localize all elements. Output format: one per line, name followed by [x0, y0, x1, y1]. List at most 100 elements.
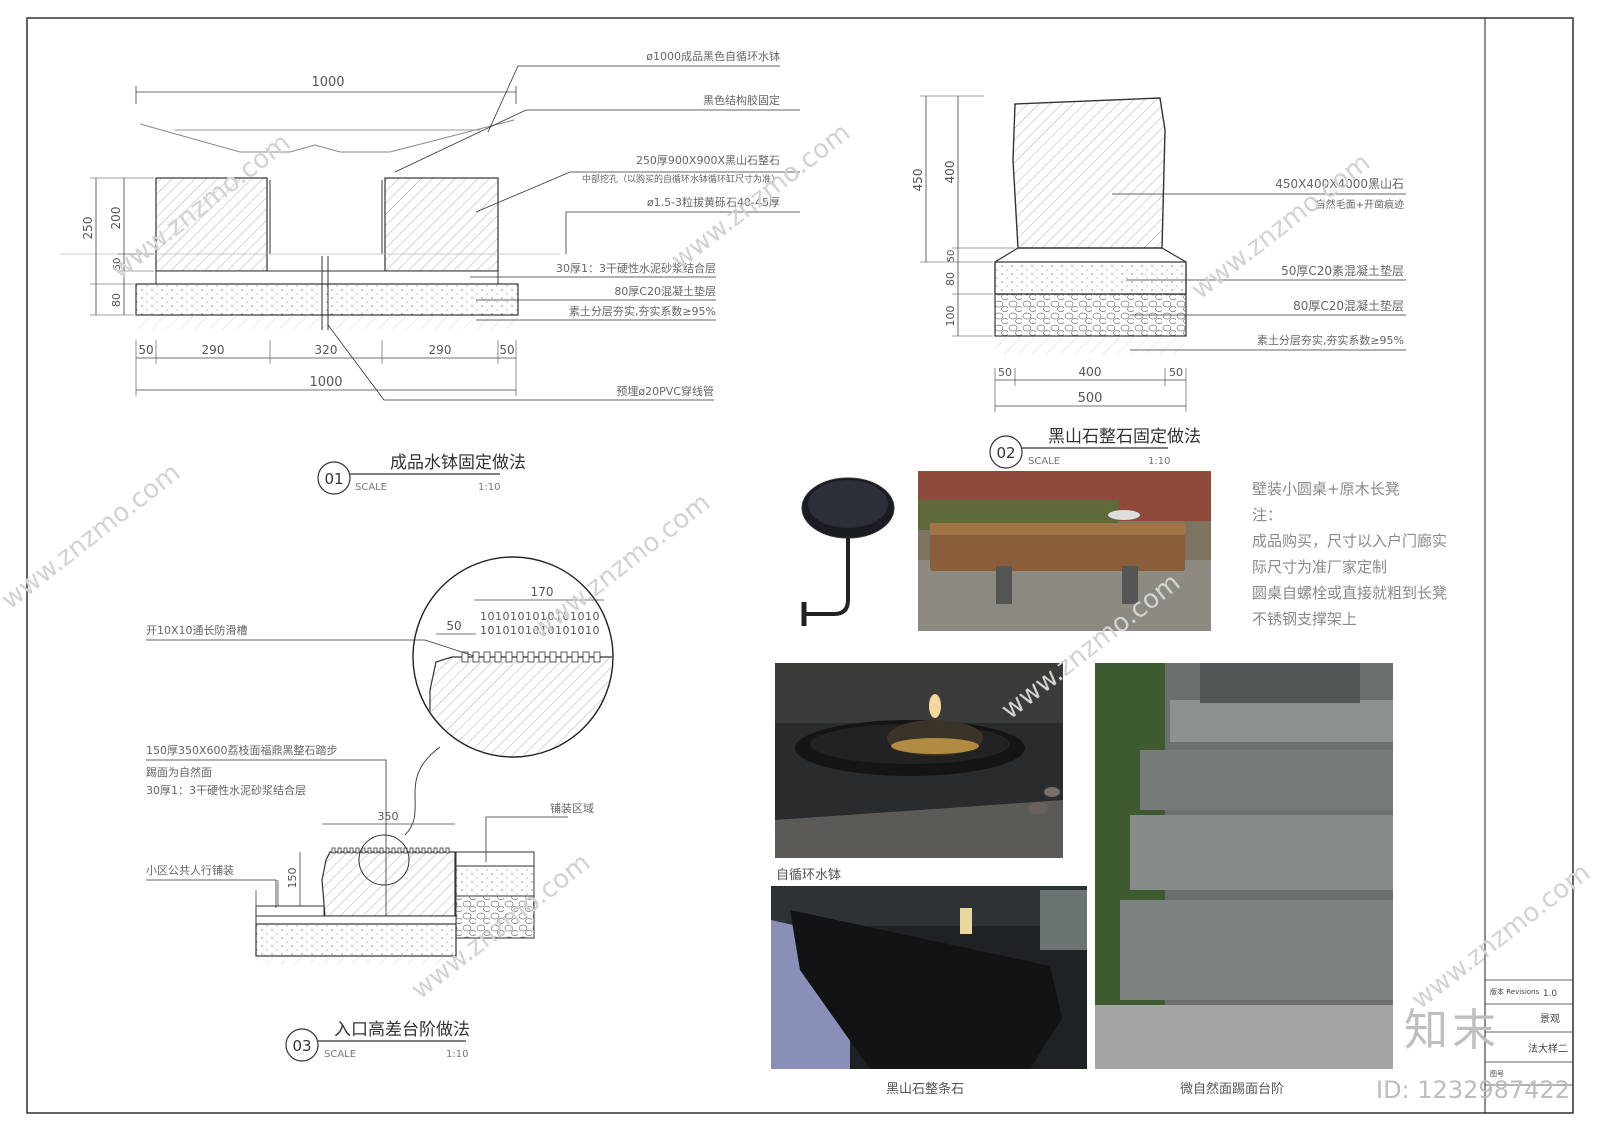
d2-scale: 1:10 — [1148, 456, 1170, 467]
d2-dim-b50b: 50 — [1169, 366, 1183, 379]
groove — [483, 651, 491, 663]
groove — [421, 847, 426, 854]
d2-stone — [1012, 97, 1166, 249]
d2-title-circle — [989, 435, 1023, 469]
d2-dim-80: 80 — [944, 272, 957, 286]
caption-water-bowl: 自循环水钵 — [776, 868, 842, 883]
d2-label-soil: 素土分层夯实,夯实系数≥95% — [1257, 333, 1404, 347]
d3-label-step: 150厚350X600荔枝面福鼎黑整石踏步 — [146, 743, 338, 757]
groove — [538, 651, 546, 663]
d1-dim-b290a: 290 — [202, 343, 225, 357]
groove — [549, 651, 557, 663]
d3-dim-50: 50 — [446, 619, 461, 633]
d1-dim-200: 200 — [109, 207, 123, 230]
d2-dim-400: 400 — [943, 161, 957, 184]
d1-label-conduit: 预埋ø20PVC穿线管 — [616, 384, 714, 398]
d2-dim-b400: 400 — [1079, 365, 1102, 379]
photo-steps — [1095, 663, 1393, 1069]
notes-line-2: 际尺寸为准厂家定制 — [1252, 558, 1388, 576]
d2-label-surface: 自然毛面+开凿痕迹 — [1316, 198, 1404, 211]
groove — [373, 847, 378, 854]
groove — [379, 847, 384, 854]
d2-scale-label: SCALE — [1028, 456, 1060, 467]
groove — [516, 651, 524, 663]
d1-label-gravel: ø1.5-3粒拔黄砾石40-45厚 — [647, 195, 780, 209]
watermark-id: ID: 1232987422 — [1376, 1076, 1570, 1104]
d2-dim-450: 450 — [911, 169, 925, 192]
d1-label-mortar: 30厚1：3干硬性水泥砂浆结合层 — [556, 261, 716, 275]
photo-wooden-bench — [918, 471, 1211, 631]
groove — [472, 651, 480, 663]
notes-line-1: 成品购买，尺寸以入户门廊实 — [1252, 532, 1448, 550]
d3-dim-150: 150 — [286, 868, 299, 889]
d3-title-circle — [285, 1028, 319, 1062]
groove — [593, 651, 601, 663]
d1-label-bowl: ø1000成品黑色自循环水钵 — [646, 49, 780, 63]
d1-dim-b1000: 1000 — [309, 375, 342, 390]
caption-steps: 微自然面踢面台阶 — [1180, 1082, 1285, 1097]
d1-dim-b320: 320 — [315, 343, 338, 357]
d1-dim-top: 1000 — [311, 75, 344, 90]
detail-02: 450 400 50 80 100 50 400 50 500 450X400X… — [911, 95, 1406, 469]
groove — [415, 847, 420, 854]
photo-black-stone — [771, 886, 1087, 1069]
d1-label-glue: 黑色结构胶固定 — [703, 93, 780, 107]
notes-line-0: 注： — [1252, 506, 1283, 524]
d3-dim-170: 170 — [531, 585, 554, 599]
d1-label-concrete: 80厚C20混凝土垫层 — [614, 284, 716, 298]
groove — [385, 847, 390, 854]
groove — [433, 847, 438, 854]
groove — [461, 651, 469, 663]
d1-stone-right — [384, 177, 499, 272]
d1-label-soil: 素土分层夯实,夯实系数≥95% — [569, 304, 716, 318]
d1-scale: 1:10 — [478, 482, 500, 493]
d1-dim-80: 80 — [110, 293, 123, 307]
groove — [361, 847, 366, 854]
d3-label-paving: 铺装区域 — [550, 802, 594, 815]
groove — [505, 651, 513, 663]
d3-dim-350: 350 — [378, 810, 399, 823]
titleblock: 版本 Revisions 1.0 景观 法大样二 图号 — [1485, 979, 1573, 1086]
d3-step — [321, 851, 456, 917]
d3-step-grooves — [331, 847, 450, 854]
groove — [427, 847, 432, 854]
groove — [337, 847, 342, 854]
d1-scale-label: SCALE — [355, 482, 387, 493]
d2-dim-100: 100 — [944, 306, 957, 327]
detail-01: 1000 250 200 50 80 — [60, 49, 800, 495]
notes-line-3: 圆桌自螺栓或直接就粗到长凳 — [1252, 584, 1448, 602]
groove — [582, 651, 590, 663]
notes-heading: 壁装小圆桌+原木长凳 — [1252, 480, 1400, 498]
tb-discipline: 景观 — [1540, 1013, 1560, 1025]
d1-label-hole: 中部挖孔（以购买的自循环水钵循环缸尺寸为准） — [582, 173, 780, 185]
d3-label-public: 小区公共人行铺装 — [146, 864, 234, 877]
d2-dim-b50a: 50 — [998, 366, 1012, 379]
d1-title-num: 01 — [324, 470, 343, 488]
tb-revisions-value: 1.0 — [1543, 989, 1558, 999]
watermark-site-4: www.znzmo.com — [0, 458, 186, 616]
d1-label-stone: 250厚900X900X黑山石整石 — [636, 153, 780, 167]
notes-line-4: 不锈钢支撑架上 — [1252, 610, 1358, 628]
d1-dim-b50b: 50 — [499, 343, 514, 357]
groove — [343, 847, 348, 854]
tb-revisions-label: 版本 Revisions — [1490, 987, 1539, 996]
d1-dim-50: 50 — [112, 258, 123, 271]
watermark-site-3: www.znzmo.com — [1186, 148, 1376, 306]
groove — [494, 651, 502, 663]
d1-dim-b50a: 50 — [138, 343, 153, 357]
d3-label-riser: 踢面为自然面 — [146, 765, 212, 779]
tb-title: 法大样二 — [1528, 1042, 1568, 1055]
d2-label-stone: 450X400X4000黑山石 — [1275, 177, 1404, 191]
d3-pattern-b: 1010101010101010 — [480, 624, 600, 637]
notes-block: 壁装小圆桌+原木长凳 注： 成品购买，尺寸以入户门廊实 际尺寸为准厂家定制 圆桌… — [1252, 476, 1452, 632]
groove — [409, 847, 414, 854]
groove — [349, 847, 354, 854]
photo-water-bowl — [775, 663, 1063, 858]
tb-drawing-no-label: 图号 — [1490, 1070, 1504, 1078]
watermark-logo: 知末 — [1404, 1005, 1500, 1056]
d3-title-text: 入口高差台阶做法 — [334, 1020, 470, 1040]
d3-zoom-circle — [412, 556, 614, 758]
d3-label-groove: 开10X10通长防滑槽 — [146, 623, 248, 637]
d2-label-c20a: 50厚C20素混凝土垫层 — [1281, 263, 1404, 278]
